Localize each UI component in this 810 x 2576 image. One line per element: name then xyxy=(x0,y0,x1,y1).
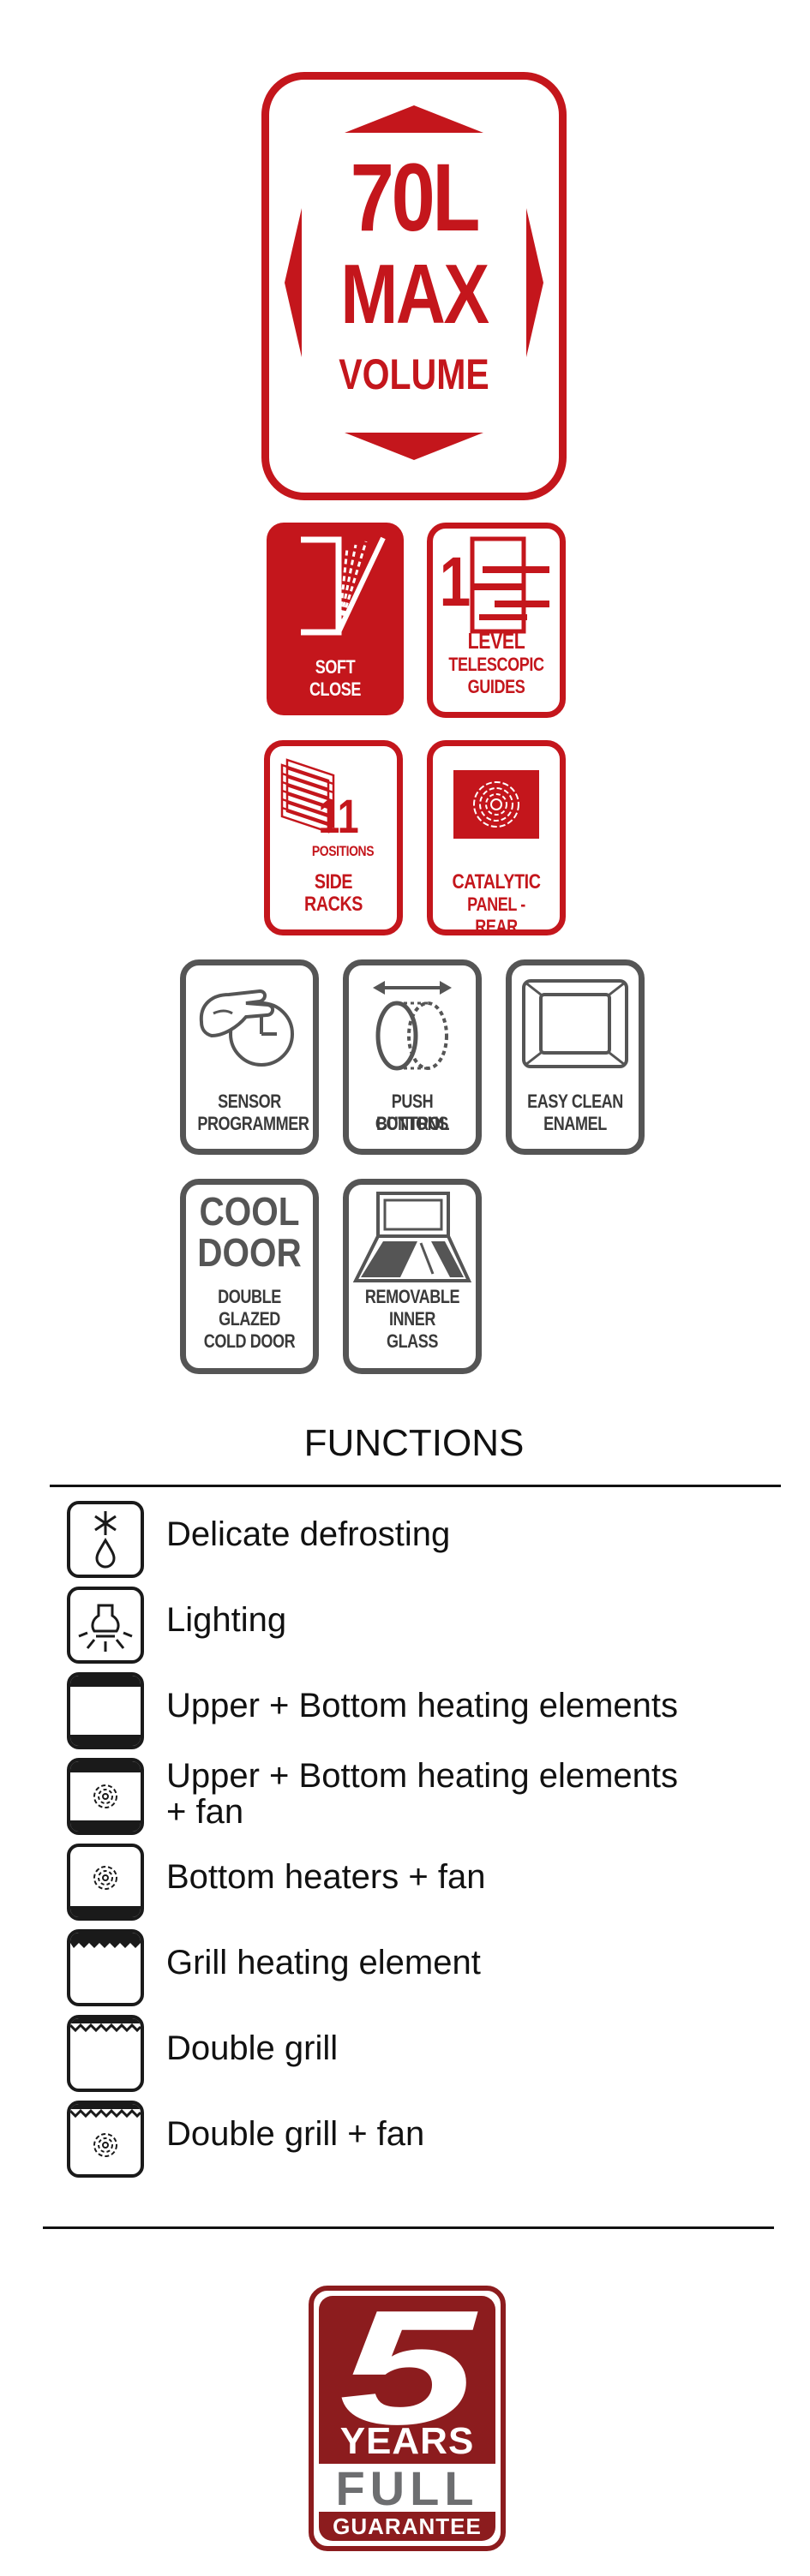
defrost-icon xyxy=(67,1501,144,1578)
guarantee-number: 5 xyxy=(339,2296,476,2459)
removable-glass-badge: REMOVABLE INNER GLASS xyxy=(343,1179,482,1374)
function-label: Upper + Bottom heating elements xyxy=(166,1757,679,1795)
function-label: Double grill + fan xyxy=(166,2115,425,2153)
level-number: 1 xyxy=(439,543,471,621)
double-grill-fan-icon xyxy=(67,2101,144,2178)
positions-label: POSITIONS xyxy=(311,843,375,859)
telescopic-rail-icon xyxy=(470,536,549,634)
function-row: Double grill xyxy=(67,2015,753,2092)
guarantee-years: YEARS xyxy=(339,2420,475,2462)
cool-door-badge: COOL DOOR DOUBLE GLAZED COLD DOOR xyxy=(180,1179,319,1374)
touch-clock-icon xyxy=(199,989,294,1067)
volume-max: MAX xyxy=(340,247,489,341)
glass-label: GLASS xyxy=(386,1330,439,1352)
function-label: Bottom heaters + fan xyxy=(166,1858,486,1896)
grill-icon xyxy=(67,1929,144,2006)
easy-clean-badge: EASY CLEAN ENAMEL xyxy=(506,959,645,1155)
guarantee-full: FULL xyxy=(335,2461,479,2515)
guarantee-badge: 5 YEARS FULL GUARANTEE xyxy=(309,2286,506,2551)
functions-title: FUNCTIONS xyxy=(303,1422,525,1464)
panel-rear-label: PANEL - REAR xyxy=(467,894,525,937)
catalytic-panel-badge: CATALYTIC PANEL - REAR xyxy=(427,740,566,937)
catalytic-label: CATALYTIC xyxy=(452,870,541,894)
functions-top-divider xyxy=(50,1485,781,1487)
side-rack-icon xyxy=(280,758,335,834)
function-row: Double grill + fan xyxy=(67,2101,753,2178)
telescopic-label: TELESCOPIC xyxy=(448,654,544,675)
function-label: Double grill xyxy=(166,2029,339,2067)
push-knob-icon xyxy=(373,981,452,1071)
sensor-programmer-badge: SENSOR PROGRAMMER xyxy=(180,959,319,1155)
glazed-label: GLAZED xyxy=(219,1308,280,1330)
guarantee-label: GUARANTEE xyxy=(333,2513,482,2539)
volume-badge: 70L MAX VOLUME xyxy=(261,72,567,500)
guides-label: GUIDES xyxy=(467,676,525,697)
volume-arrows-icon xyxy=(285,105,543,460)
side-racks-number: 11 xyxy=(318,789,359,843)
inner-label: INNER xyxy=(388,1308,436,1330)
oven-glass-icon xyxy=(352,1192,472,1282)
function-label: Lighting xyxy=(166,1601,287,1639)
push-buttons-label: PUSH BUTTONS xyxy=(376,1091,448,1134)
function-row: Lighting xyxy=(67,1587,753,1664)
function-row: Upper + Bottom heating elements + fan xyxy=(67,1758,753,1835)
cool-text: COOL xyxy=(199,1189,300,1234)
side-racks-badge: 11 POSITIONS SIDE RACKS xyxy=(264,740,403,935)
function-label: Delicate defrosting xyxy=(166,1515,451,1553)
removable-label: REMOVABLE xyxy=(364,1286,460,1307)
soft-close-label: SOFT CLOSE xyxy=(309,656,362,700)
racks-label: RACKS xyxy=(304,893,363,916)
function-row: Bottom heaters + fan xyxy=(67,1844,753,1921)
bottom-fan-icon xyxy=(67,1844,144,1921)
functions-bottom-divider xyxy=(43,2226,774,2229)
volume-label: VOLUME xyxy=(339,350,489,398)
upper-bottom-fan-icon xyxy=(67,1758,144,1835)
level-label: LEVEL xyxy=(467,628,525,654)
upper-bottom-heat-icon xyxy=(67,1672,144,1749)
double-label: DOUBLE xyxy=(218,1286,281,1307)
enamel-label: ENAMEL xyxy=(543,1113,607,1134)
control-label: CONTROL xyxy=(375,1113,450,1134)
oven-cavity-icon xyxy=(522,979,628,1068)
function-label: Grill heating element xyxy=(166,1944,481,1981)
sensor-label: SENSOR xyxy=(218,1091,281,1112)
telescopic-guides-badge: 1 LEVEL TELESCOPIC GUIDES xyxy=(427,523,566,718)
function-label-continued: + fan xyxy=(166,1793,244,1831)
guarantee-inner: 5 YEARS FULL GUARANTEE xyxy=(319,2296,495,2541)
volume-value: 70L xyxy=(350,144,481,251)
cold-door-label: COLD DOOR xyxy=(203,1330,296,1352)
soft-close-door-icon xyxy=(301,536,386,636)
programmer-label: PROGRAMMER xyxy=(197,1113,309,1134)
push-buttons-badge: PUSH BUTTONS CONTROL xyxy=(343,959,482,1155)
side-label: SIDE xyxy=(314,870,353,894)
double-grill-icon xyxy=(67,2015,144,2092)
guarantee-full-band xyxy=(319,2464,495,2512)
catalytic-fan-icon xyxy=(453,770,539,839)
soft-close-badge: SOFT CLOSE xyxy=(267,523,404,715)
function-row: Upper + Bottom heating elements xyxy=(67,1672,753,1749)
function-row: Delicate defrosting xyxy=(67,1501,753,1578)
function-label: Upper + Bottom heating elements xyxy=(166,1687,679,1724)
door-text: DOOR xyxy=(197,1230,302,1275)
lamp-icon xyxy=(67,1587,144,1664)
easy-clean-label: EASY CLEAN xyxy=(527,1091,623,1112)
function-row: Grill heating element xyxy=(67,1929,753,2006)
